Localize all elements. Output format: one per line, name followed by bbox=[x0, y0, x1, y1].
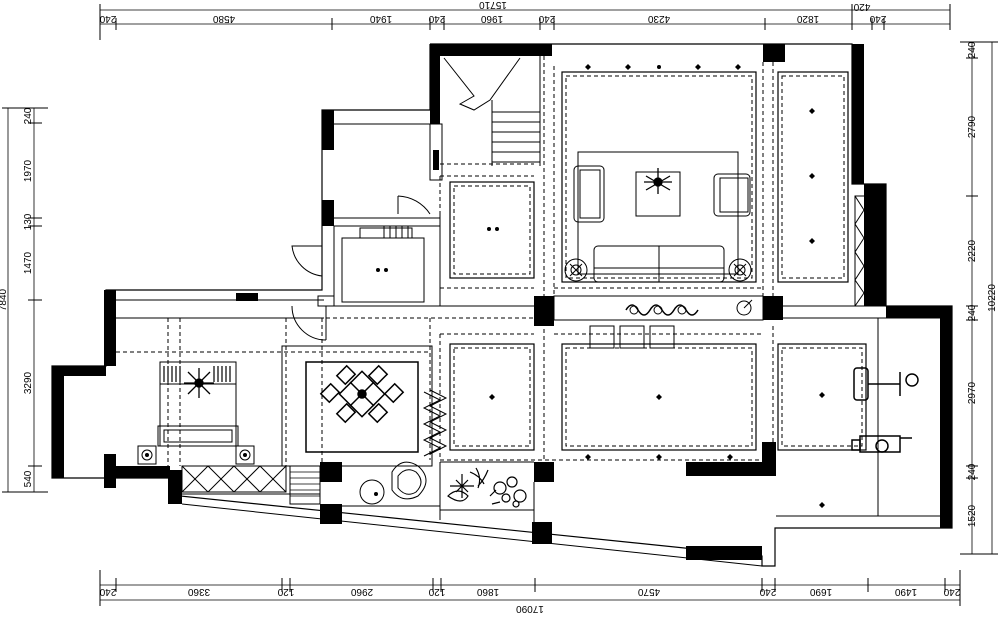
dim-bottom-8: 1690 bbox=[809, 586, 832, 597]
light-dot bbox=[376, 268, 380, 272]
dim-bottom-2: 120 bbox=[277, 586, 294, 597]
dim-left-total: 7840 bbox=[0, 288, 9, 311]
ceiling-panel-small-left bbox=[449, 181, 535, 279]
exercise-equipment-icon bbox=[851, 367, 919, 453]
dim-right-total: 10220 bbox=[987, 284, 998, 312]
dim-right-0: 240 bbox=[967, 41, 978, 58]
dim-left-3: 1470 bbox=[23, 251, 34, 274]
dim-top-3: 240 bbox=[428, 13, 445, 24]
dim-top-7: 1820 bbox=[796, 13, 819, 24]
dim-right-1: 2790 bbox=[967, 115, 978, 138]
living-room bbox=[561, 64, 757, 283]
dim-bottom-7: 240 bbox=[759, 586, 776, 597]
dim-right-3: 240 bbox=[967, 304, 978, 321]
interior-partitions bbox=[116, 123, 940, 567]
dim-top-total: 15710 bbox=[479, 0, 507, 10]
left-dimension-labels: 7840 240 1970 130 1470 3290 540 bbox=[0, 107, 34, 487]
dim-bottom-4: 120 bbox=[428, 586, 445, 597]
light-dot bbox=[384, 268, 388, 272]
dining-area bbox=[281, 345, 448, 505]
dim-left-2: 130 bbox=[23, 213, 34, 230]
dim-top-9: 240 bbox=[869, 13, 886, 24]
right-window bbox=[854, 195, 874, 307]
dining-table-icon bbox=[319, 364, 405, 424]
armchair bbox=[713, 173, 751, 217]
dimension-lines bbox=[2, 4, 998, 606]
chandelier-icon bbox=[644, 168, 672, 194]
dim-bottom-0: 240 bbox=[99, 586, 116, 597]
ceiling-panel-lower-right bbox=[777, 343, 867, 508]
dashed-beam-lines bbox=[116, 56, 777, 466]
dim-bottom-1: 3360 bbox=[187, 586, 210, 597]
dim-right-4: 2970 bbox=[967, 381, 978, 404]
dim-bottom-9: 1490 bbox=[894, 586, 917, 597]
dim-bottom-5: 1860 bbox=[476, 586, 499, 597]
lamp-icon bbox=[728, 258, 752, 282]
dim-left-4: 3290 bbox=[23, 371, 34, 394]
dim-top-0: 240 bbox=[99, 13, 116, 24]
ceiling-panel-lower-left bbox=[449, 343, 535, 451]
right-dimension-labels: 10220 240 2790 2220 240 2970 240 1520 bbox=[967, 41, 998, 527]
dim-top-2: 1940 bbox=[369, 13, 392, 24]
dim-bottom-6: 4570 bbox=[637, 586, 660, 597]
dim-top-1: 4580 bbox=[212, 13, 235, 24]
lamp-icon bbox=[564, 258, 588, 282]
ceiling-light-icon bbox=[184, 368, 214, 398]
tea-table-icon bbox=[359, 461, 427, 505]
dim-left-0: 240 bbox=[23, 107, 34, 124]
dim-right-6: 1520 bbox=[967, 504, 978, 527]
dim-right-2: 2220 bbox=[967, 239, 978, 262]
nightstand-icon bbox=[235, 445, 255, 465]
exterior-walls bbox=[51, 43, 953, 567]
dim-top-5: 240 bbox=[538, 13, 555, 24]
nightstand-icon bbox=[137, 445, 157, 465]
dim-left-1: 1970 bbox=[23, 159, 34, 182]
dim-top-4: 1960 bbox=[480, 13, 503, 24]
bottom-dimension-labels: 17090 240 3360 120 2960 120 1860 4570 24… bbox=[99, 586, 960, 614]
dim-bottom-total: 17090 bbox=[516, 603, 544, 614]
tv-cabinet bbox=[539, 295, 764, 349]
dim-top-6: 4230 bbox=[647, 13, 670, 24]
dim-left-5: 540 bbox=[23, 470, 34, 487]
bedroom bbox=[137, 361, 287, 493]
ceiling-panel-lower-center bbox=[561, 343, 757, 460]
dim-bottom-10: 240 bbox=[943, 586, 960, 597]
plants-icon bbox=[447, 467, 527, 508]
dim-bottom-3: 2960 bbox=[350, 586, 373, 597]
dim-top-8: 420 bbox=[853, 1, 870, 12]
ceiling-panel-right-upper bbox=[777, 71, 849, 283]
entry-area bbox=[291, 195, 431, 341]
armchair bbox=[573, 165, 605, 223]
staircase bbox=[429, 56, 541, 181]
dim-right-5: 240 bbox=[967, 463, 978, 480]
top-dimension-labels: 15710 240 4580 1940 240 1960 240 4230 18… bbox=[99, 0, 886, 24]
